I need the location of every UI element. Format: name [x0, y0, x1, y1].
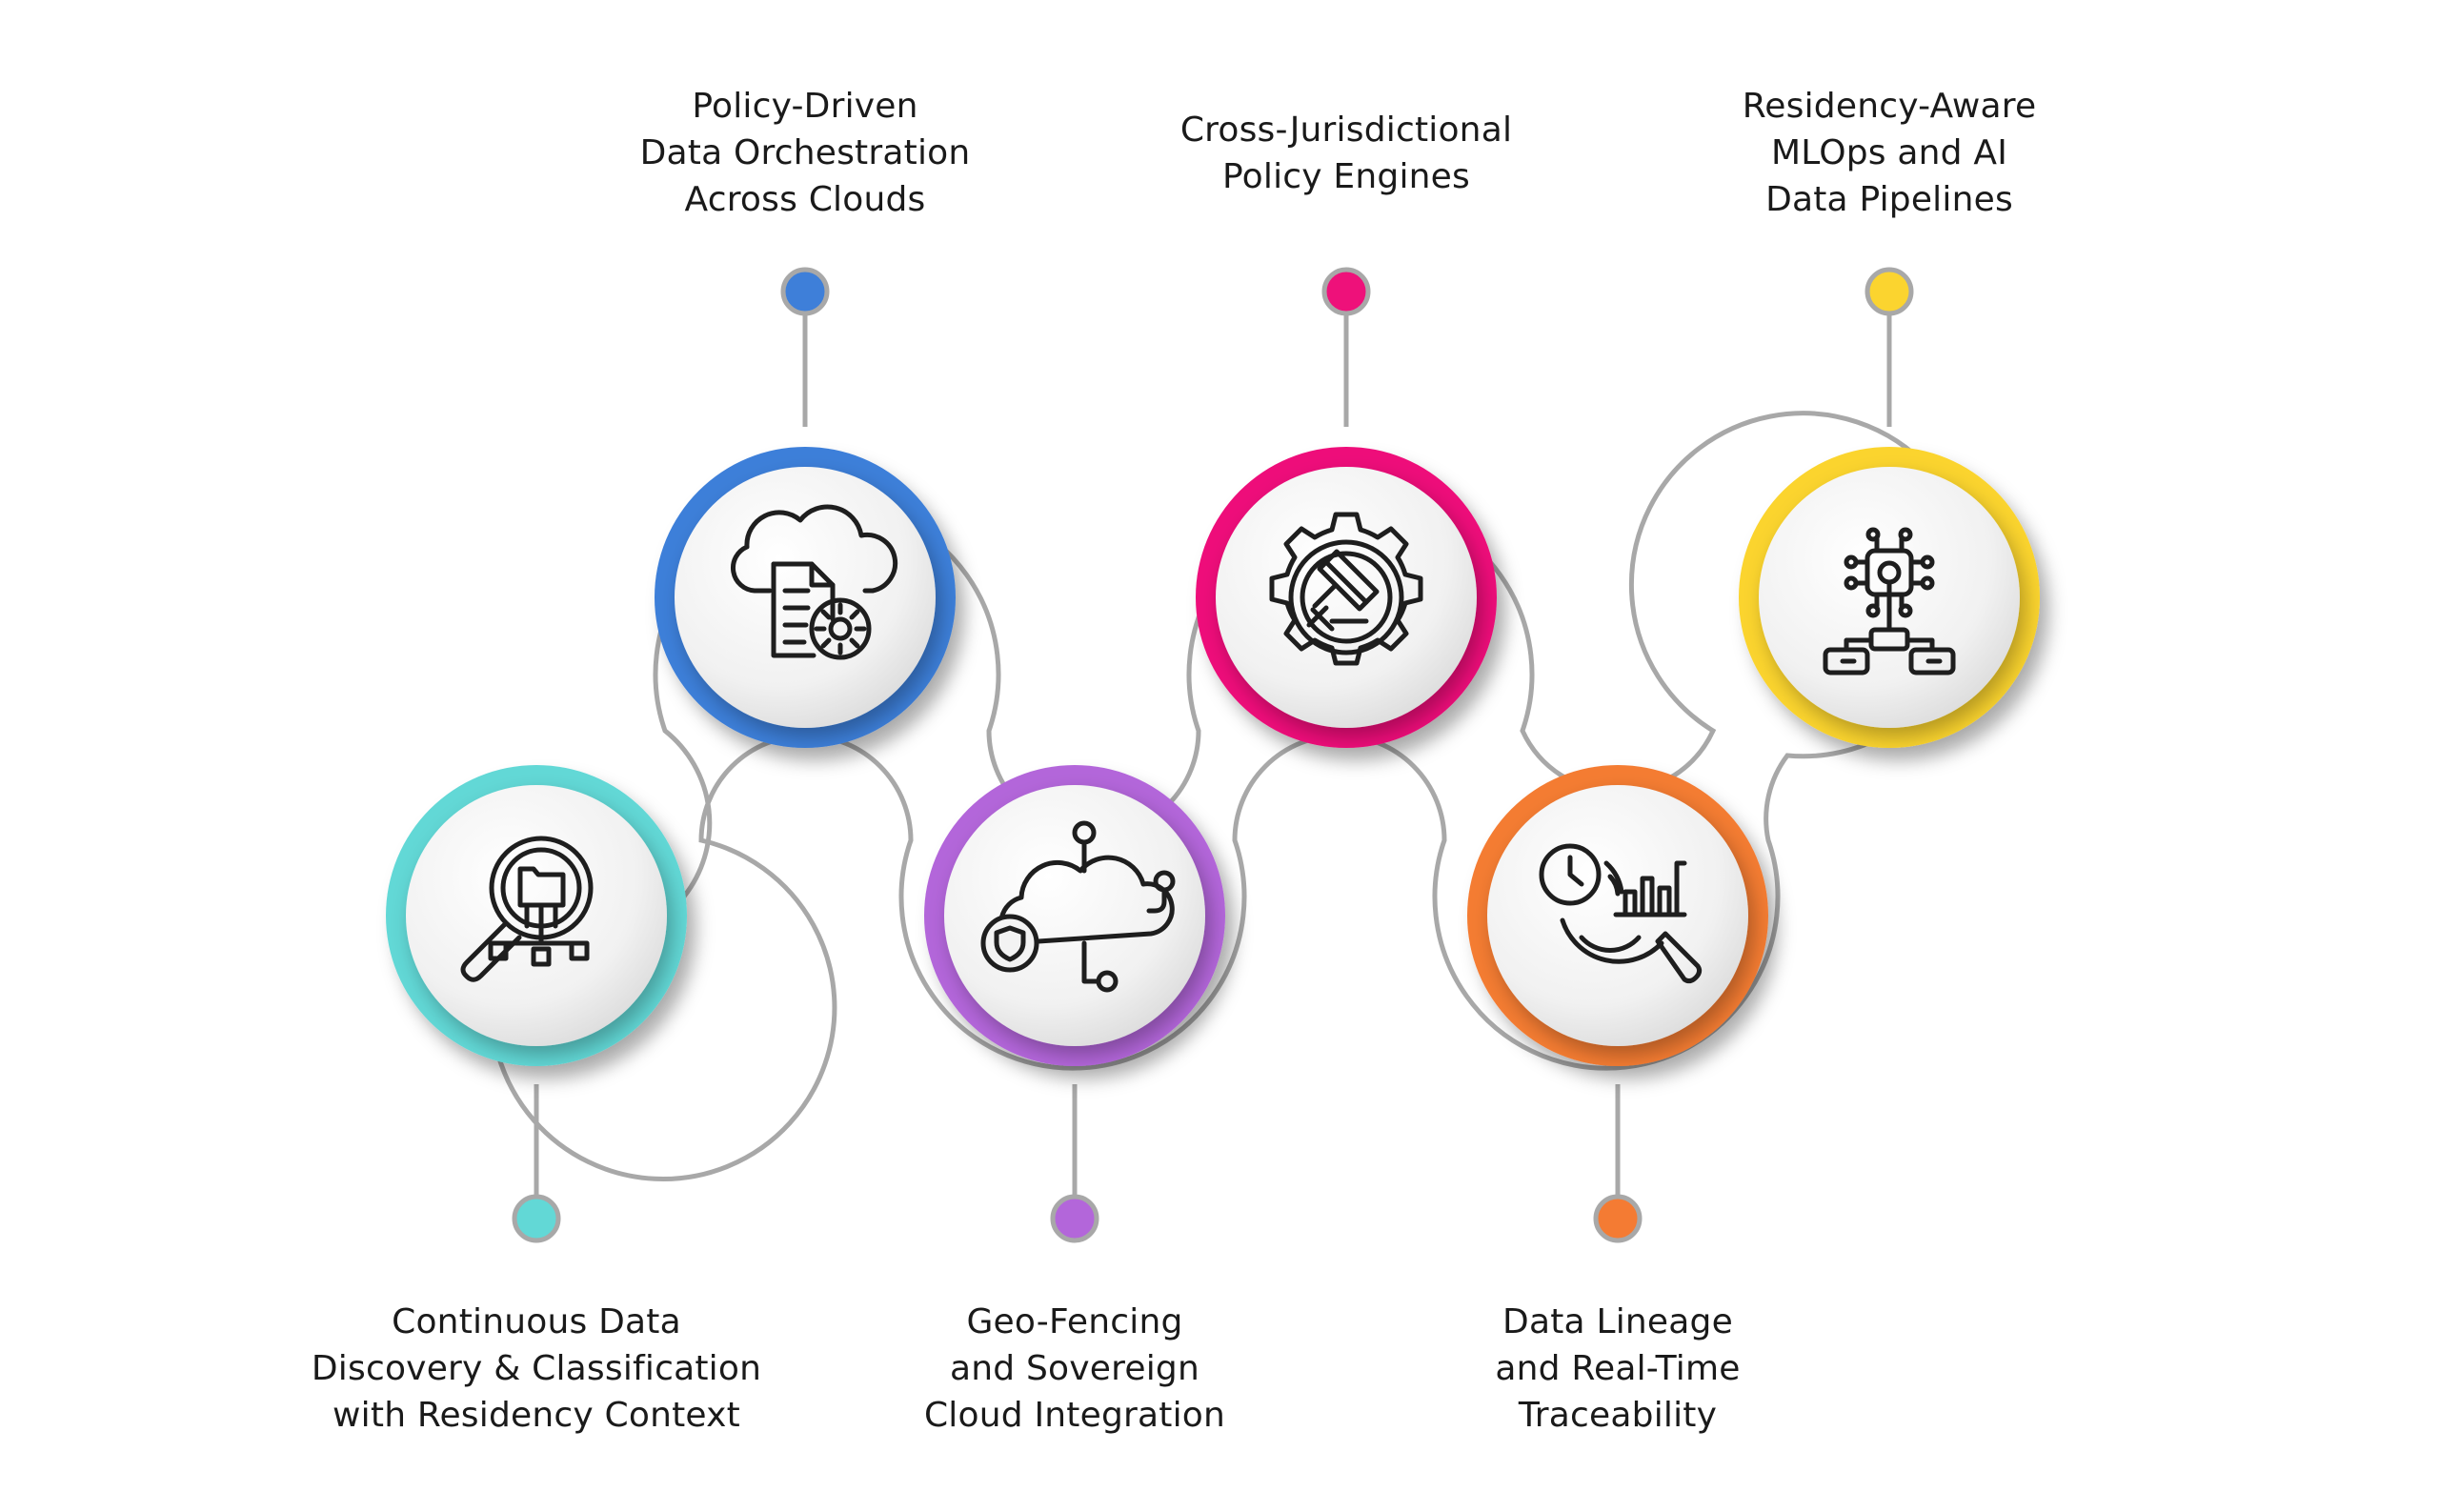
step-label-1: Continuous Data Discovery & Classificati…	[311, 1302, 762, 1435]
pin-dot-1	[512, 1194, 561, 1243]
gear-gavel-icon	[1269, 512, 1423, 666]
pin-dot-4	[1321, 267, 1371, 316]
step-node-3	[924, 765, 1225, 1066]
chip-pipeline-icon	[1823, 527, 1956, 675]
pin-dots	[512, 267, 1914, 1243]
cloud-document-gear-icon	[730, 504, 898, 660]
step-node-4	[1196, 447, 1497, 748]
step-label-3: Geo-Fencing and Sovereign Cloud Integrat…	[923, 1302, 1226, 1435]
pin-dot-3	[1050, 1194, 1099, 1243]
step-node-6	[1739, 447, 2040, 748]
step-label-4: Cross-Jurisdictional Policy Engines	[1179, 111, 1513, 196]
step-node-2	[655, 447, 956, 748]
pin-dot-6	[1865, 267, 1914, 316]
pin-dot-5	[1593, 1194, 1643, 1243]
step-label-5: Data Lineage and Real-Time Traceability	[1495, 1302, 1741, 1435]
step-label-6: Residency-Aware MLOps and AI Data Pipeli…	[1742, 87, 2037, 219]
cloud-shield-network-icon	[980, 820, 1176, 993]
step-node-5	[1467, 765, 1768, 1066]
step-label-2: Policy-Driven Data Orchestration Across …	[639, 87, 971, 219]
pin-dot-2	[780, 267, 830, 316]
magnifier-folder-network-icon	[460, 836, 594, 982]
pin-stems	[534, 307, 1892, 1199]
step-node-1	[386, 765, 687, 1066]
clock-chart-magnifier-icon	[1539, 843, 1703, 984]
